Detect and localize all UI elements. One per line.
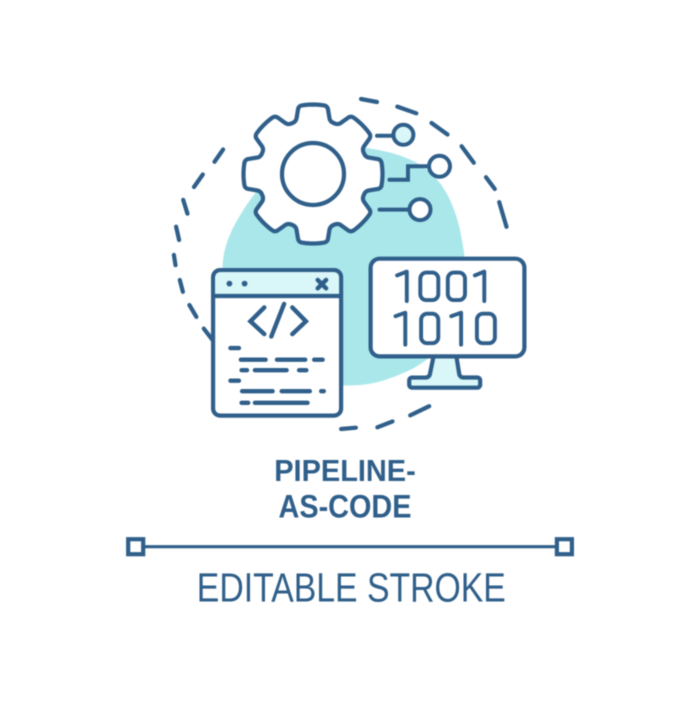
svg-text:PIPELINE-: PIPELINE- — [274, 453, 416, 488]
svg-text:AS-CODE: AS-CODE — [279, 489, 412, 525]
svg-text:EDITABLE STROKE: EDITABLE STROKE — [197, 565, 506, 611]
